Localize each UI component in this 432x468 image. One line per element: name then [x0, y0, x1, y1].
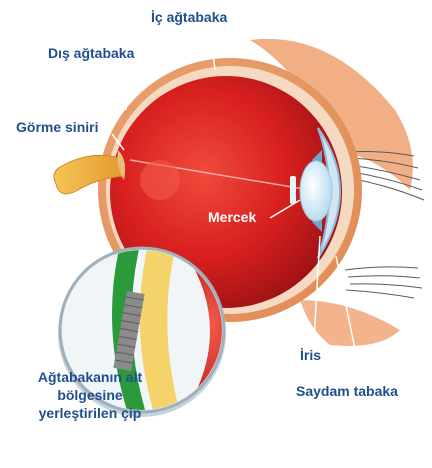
lens-label: Mercek	[208, 208, 256, 226]
outer-retina-label: Dış ağtabaka	[48, 44, 134, 62]
lens	[300, 161, 332, 221]
optic-nerve-label: Görme siniri	[16, 118, 98, 136]
chip-label-line1: Ağtabakanın alt	[20, 368, 160, 386]
chip-label: Ağtabakanın alt bölgesine yerleştirilen …	[20, 368, 160, 422]
chip-label-line3: yerleştirilen çip	[20, 404, 160, 422]
cornea-label: Saydam tabaka	[296, 382, 398, 400]
inner-retina-label: İç ağtabaka	[151, 8, 227, 26]
iris-label: İris	[300, 346, 321, 364]
chip-label-line2: bölgesine	[20, 386, 160, 404]
